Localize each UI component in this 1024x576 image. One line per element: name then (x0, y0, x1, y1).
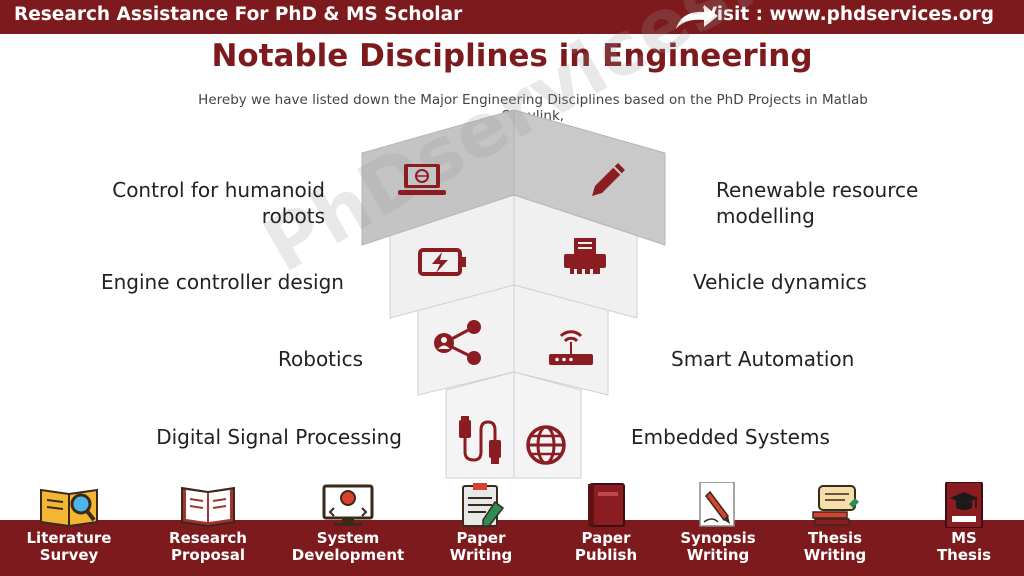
scroll-books-icon (812, 485, 859, 526)
service-label-line2: Writing (449, 546, 513, 564)
usb-cable-icon (459, 416, 501, 464)
share-network-icon (434, 320, 481, 365)
wifi-router-icon (549, 330, 593, 365)
discipline-label-smart-automation: Smart Automation (671, 347, 855, 371)
service-label-line1: Thesis (807, 529, 863, 547)
discipline-label-control-humanoid: Control for humanoid robots (112, 178, 325, 228)
service-label-line2: Proposal (171, 546, 245, 564)
printer-document-icon (564, 238, 606, 274)
magnifier-book-icon (40, 488, 98, 528)
open-book-icon (181, 486, 235, 528)
battery-charging-icon (418, 248, 466, 276)
service-label-line2: Survey (39, 546, 99, 564)
service-label-line1: Synopsis (680, 529, 756, 547)
code-monitor-icon (322, 484, 374, 526)
header-bar: Research Assistance For PhD & MS Scholar… (0, 0, 1024, 34)
discipline-label-engine-controller: Engine controller design (100, 270, 344, 294)
pen-paper-icon (699, 482, 735, 527)
header-tagline: Research Assistance For PhD & MS Scholar (14, 4, 463, 25)
graduation-book-icon (945, 482, 983, 528)
discipline-label-dsp: Digital Signal Processing (156, 425, 402, 449)
service-label-line1: Paper (456, 529, 506, 547)
service-label-line1: Literature (26, 529, 112, 547)
service-label-line2: Writing (686, 546, 750, 564)
discipline-label-renewable: Renewable resource modelling (716, 178, 919, 228)
pencil-icon (592, 163, 625, 196)
service-label-line1: Paper (581, 529, 631, 547)
clipboard-icon (462, 483, 505, 527)
service-label-line1: MS (951, 529, 977, 547)
discipline-label-embedded-systems: Embedded Systems (631, 425, 830, 449)
website-link[interactable]: Visit : www.phdservices.org (702, 4, 994, 25)
service-label-line2: Publish (574, 546, 638, 564)
service-label-line2: Development (291, 546, 405, 564)
discipline-label-robotics: Robotics (278, 347, 363, 371)
service-label-line1: System (316, 529, 380, 547)
laptop-globe-icon (398, 164, 446, 195)
service-label-line1: Research (169, 529, 247, 547)
page-title: Notable Disciplines in Engineering (211, 38, 813, 74)
globe-icon (526, 425, 566, 465)
service-label-line2: Writing (803, 546, 867, 564)
footer-bar (0, 520, 1024, 576)
arrow-icon (676, 5, 718, 29)
service-label-line2: Thesis (936, 546, 992, 564)
closed-book-icon (588, 483, 625, 527)
discipline-label-vehicle-dynamics: Vehicle dynamics (693, 270, 867, 294)
